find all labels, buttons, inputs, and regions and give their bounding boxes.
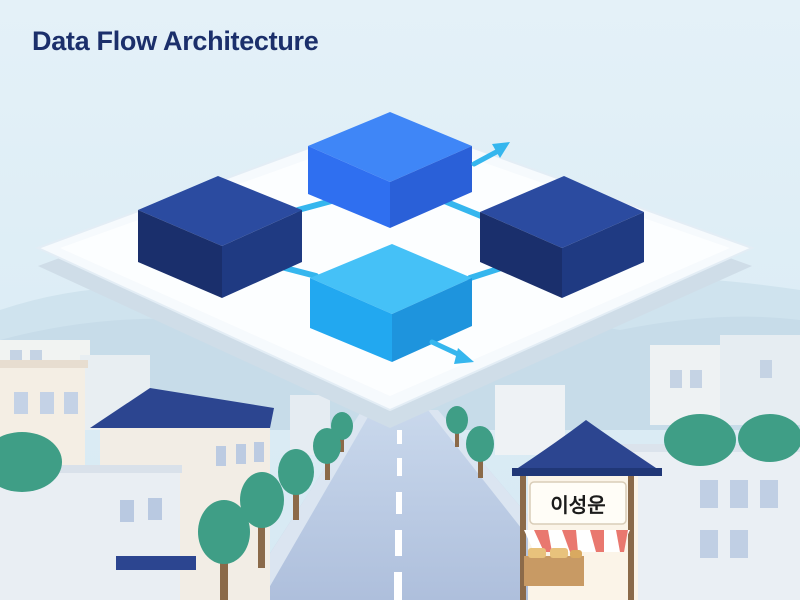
page-title: Data Flow Architecture (32, 26, 319, 56)
trees (0, 406, 800, 600)
arrow-right-icon (429, 339, 474, 364)
arrow-right-icon (471, 142, 510, 167)
shop: 이성운 (512, 420, 662, 600)
node-top (308, 112, 472, 228)
shop-sign-text: 이성운 (550, 493, 605, 517)
node-left (138, 176, 302, 298)
goods-stand (524, 548, 584, 586)
node-bottom (310, 244, 472, 362)
awning (524, 530, 630, 552)
lane-markings (394, 430, 402, 600)
shop-sign (529, 481, 627, 525)
node-right (480, 176, 644, 298)
